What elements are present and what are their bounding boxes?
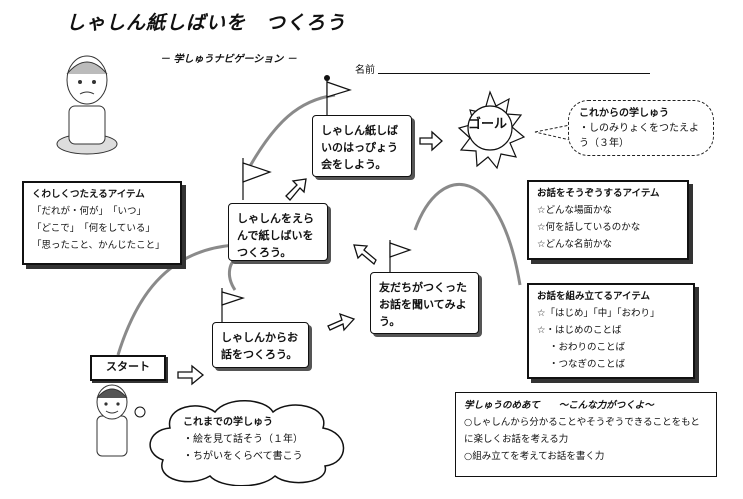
past-learning-text: これまでの学しゅう ・絵を見て話そう（１年） ・ちがいをくらべて書こう [183,414,333,465]
past-learning-item: ・ちがいをくらべて書こう [183,451,303,462]
learning-aim-item: ○組み立てを考えてお話を書く力 [464,451,605,462]
student-illustration [96,384,128,457]
learning-aim-heading: 学しゅうのめあて ～こんな力がつくよ～ [464,400,654,411]
past-learning-heading: これまでの学しゅう [183,417,273,428]
imagine-item: ☆何を話しているのかな [537,222,641,233]
step-4-text: 友だちがつくったお話を聞いてみよう。 [379,281,467,328]
past-learning-item: ・絵を見て話そう（１年） [183,434,303,445]
arrow-up-icon [285,178,377,266]
teacher-illustration [56,55,118,155]
future-learning-bubble: これからの学しゅう ・しのみりょくをつたえよう（３年） [568,100,714,156]
page-title: しゃしん紙しばいを つくろう [66,12,347,34]
arrow-right-icon [177,130,443,386]
step-1-text: しゃしんからお話をつくろう。 [221,331,298,361]
flag-icon [221,78,412,325]
structure-items-heading: お話を組み立てるアイテム [537,291,651,302]
learning-aim-item: ○しゃしんから分かることやそうぞうできることをもとに楽しくお話を考える力 [464,417,700,445]
detail-item: 「どこで」 「何をしている」 [32,223,155,234]
step-3-box: しゃしん紙しばいのはっぴょう会をしよう。 [312,115,412,177]
detail-item: 「思ったこと、かんじたこと」 [32,240,165,251]
name-field[interactable] [378,72,650,74]
imagine-items-heading: お話をそうぞうするアイテム [537,188,660,199]
sun-icon [457,90,526,170]
future-learning-item: ・しのみりょくをつたえよう（３年） [579,123,699,149]
structure-item: ☆・はじめのことば [537,325,622,336]
detail-items-heading: くわしくつたえるアイテム [32,189,145,200]
structure-items-box: お話を組み立てるアイテム ☆「はじめ」「中」「おわり」 ☆・はじめのことば ・お… [527,283,695,379]
step-4-box: 友だちがつくったお話を聞いてみよう。 [370,272,479,334]
start-label: スタート [90,355,166,381]
structure-item: ☆「はじめ」「中」「おわり」 [537,308,660,319]
name-label: 名前 [355,65,375,76]
step-1-box: しゃしんからお話をつくろう。 [212,322,309,368]
imagine-item: ☆どんな名前かな [537,239,613,250]
structure-item: ・おわりのことば [549,342,626,353]
future-learning-heading: これからの学しゅう [579,108,669,119]
structure-item: ・つなぎのことば [549,359,626,370]
detail-items-box: くわしくつたえるアイテム 「だれが・何が」 「いつ」 「どこで」 「何をしている… [22,181,182,265]
learning-aim-box: 学しゅうのめあて ～こんな力がつくよ～ ○しゃしんから分かることやそうぞうできる… [455,392,717,477]
navigation-label: － 学しゅうナビゲーション － [160,54,297,65]
step-2-box: しゃしんをえらんで紙しばいをつくろう。 [228,203,328,261]
detail-item: 「だれが・何が」 「いつ」 [32,206,147,217]
past-learning-cloud [149,400,345,486]
imagine-items-box: お話をそうぞうするアイテム ☆どんな場面かな ☆何を話しているのかな ☆どんな名… [527,180,689,260]
goal-label: ゴール [468,117,508,132]
step-2-text: しゃしんをえらんで紙しばいをつくろう。 [237,212,314,259]
imagine-item: ☆どんな場面かな [537,205,613,216]
step-3-text: しゃしん紙しばいのはっぴょう会をしよう。 [321,124,398,171]
